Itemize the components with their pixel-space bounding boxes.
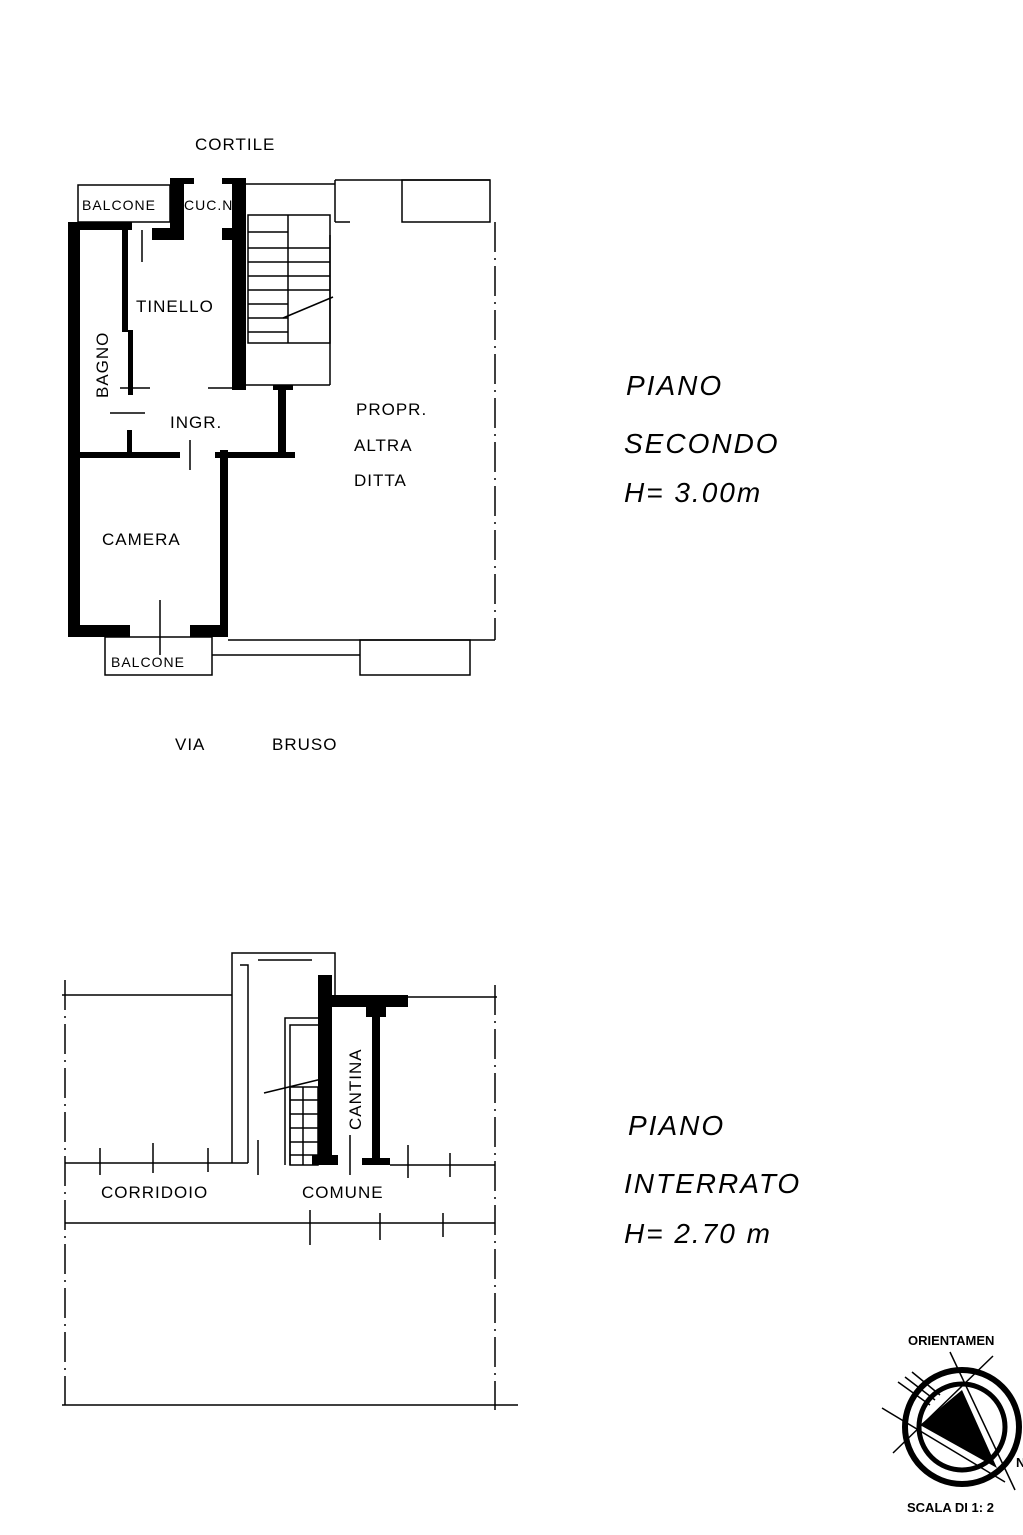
title-interrato: INTERRATO — [624, 1168, 801, 1199]
upper-walls — [68, 178, 295, 637]
scale-label: SCALA DI 1: 2 — [907, 1500, 994, 1515]
label-ingresso: INGR. — [170, 413, 222, 432]
lower-staircase — [263, 1076, 331, 1166]
label-bagno: BAGNO — [93, 332, 112, 398]
lower-thin-lines — [62, 952, 518, 1410]
lower-walls — [312, 975, 408, 1165]
upper-plan: CORTILE BALCONE CUC.N TINELLO BAGNO INGR… — [68, 135, 780, 754]
lower-title: PIANO INTERRATO H= 2.70 m — [624, 1110, 801, 1249]
label-tinello: TINELLO — [136, 297, 214, 316]
label-cantina: CANTINA — [346, 1048, 365, 1130]
label-street-name: BRUSO — [272, 735, 337, 754]
title-secondo: SECONDO — [624, 428, 780, 459]
label-ditta: DITTA — [354, 471, 407, 490]
label-cucina: CUC.N — [184, 197, 233, 213]
orientation-label: ORIENTAMEN — [908, 1333, 994, 1348]
label-corridoio: CORRIDOIO — [101, 1183, 208, 1202]
label-via: VIA — [175, 735, 205, 754]
label-cortile: CORTILE — [195, 135, 275, 154]
label-altra: ALTRA — [354, 436, 413, 455]
label-camera: CAMERA — [102, 530, 181, 549]
north-letter: N — [1016, 1455, 1023, 1470]
label-comune: COMUNE — [302, 1183, 384, 1202]
compass-icon — [881, 1351, 1022, 1491]
lower-plan: CANTINA CORRIDOIO COMUNE PIANO INTERRATO… — [62, 952, 801, 1410]
title-piano: PIANO — [626, 370, 723, 401]
title-height: H= 3.00m — [624, 477, 762, 508]
upper-labels: CORTILE BALCONE CUC.N TINELLO BAGNO INGR… — [82, 135, 427, 754]
title-height-lower: H= 2.70 m — [624, 1218, 772, 1249]
lower-labels: CANTINA CORRIDOIO COMUNE — [101, 1048, 384, 1202]
label-propr: PROPR. — [356, 400, 427, 419]
label-balcone-top: BALCONE — [82, 197, 156, 213]
upper-thin-lines — [77, 179, 496, 676]
label-balcone-bottom: BALCONE — [111, 654, 185, 670]
upper-staircase — [247, 214, 334, 344]
upper-title: PIANO SECONDO H= 3.00m — [624, 370, 780, 508]
orientation-legend: ORIENTAMEN N SCALA DI 1: 2 — [881, 1333, 1023, 1515]
title-piano-lower: PIANO — [628, 1110, 725, 1141]
